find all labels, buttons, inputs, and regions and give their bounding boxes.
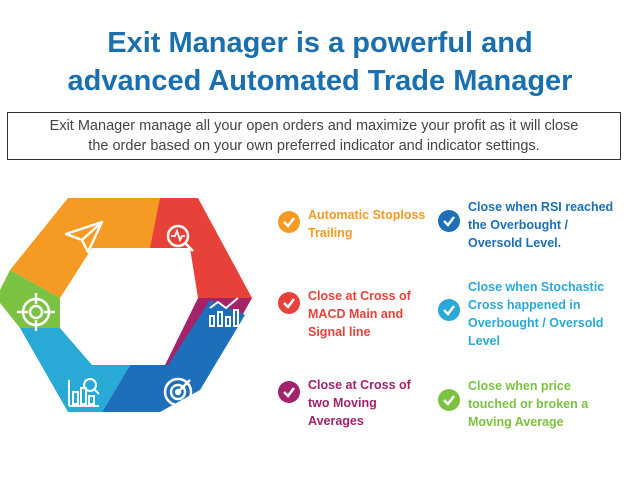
check-icon <box>278 381 300 403</box>
page-title-line-1: Exit Manager is a powerful and <box>107 27 533 59</box>
target-arrow-icon <box>163 377 193 407</box>
bar-chart-trend-icon <box>209 297 239 327</box>
check-icon <box>438 210 460 232</box>
hexagon-graphic <box>0 198 252 412</box>
hexagon-segment-lightblue <box>20 328 130 412</box>
check-icon <box>438 299 460 321</box>
hexagon-segment-orange <box>10 198 190 298</box>
hexagon-segment-red <box>150 198 252 298</box>
description-box: Exit Manager manage all your open orders… <box>7 112 621 160</box>
paper-plane-icon <box>64 220 104 254</box>
description-line-1: Exit Manager manage all your open orders… <box>49 118 579 134</box>
check-icon <box>278 292 300 314</box>
crosshair-icon <box>17 293 55 331</box>
description-line-2: the order based on your own preferred in… <box>88 138 540 154</box>
analytics-search-icon <box>68 378 100 407</box>
check-icon <box>438 389 460 411</box>
check-icon <box>278 211 300 233</box>
magnifier-chart-icon <box>166 224 194 252</box>
hexagon-segment-green <box>0 270 60 328</box>
page-title-line-2: advanced Automated Trade Manager <box>67 65 573 97</box>
hexagon-segment-darkblue <box>102 300 245 412</box>
